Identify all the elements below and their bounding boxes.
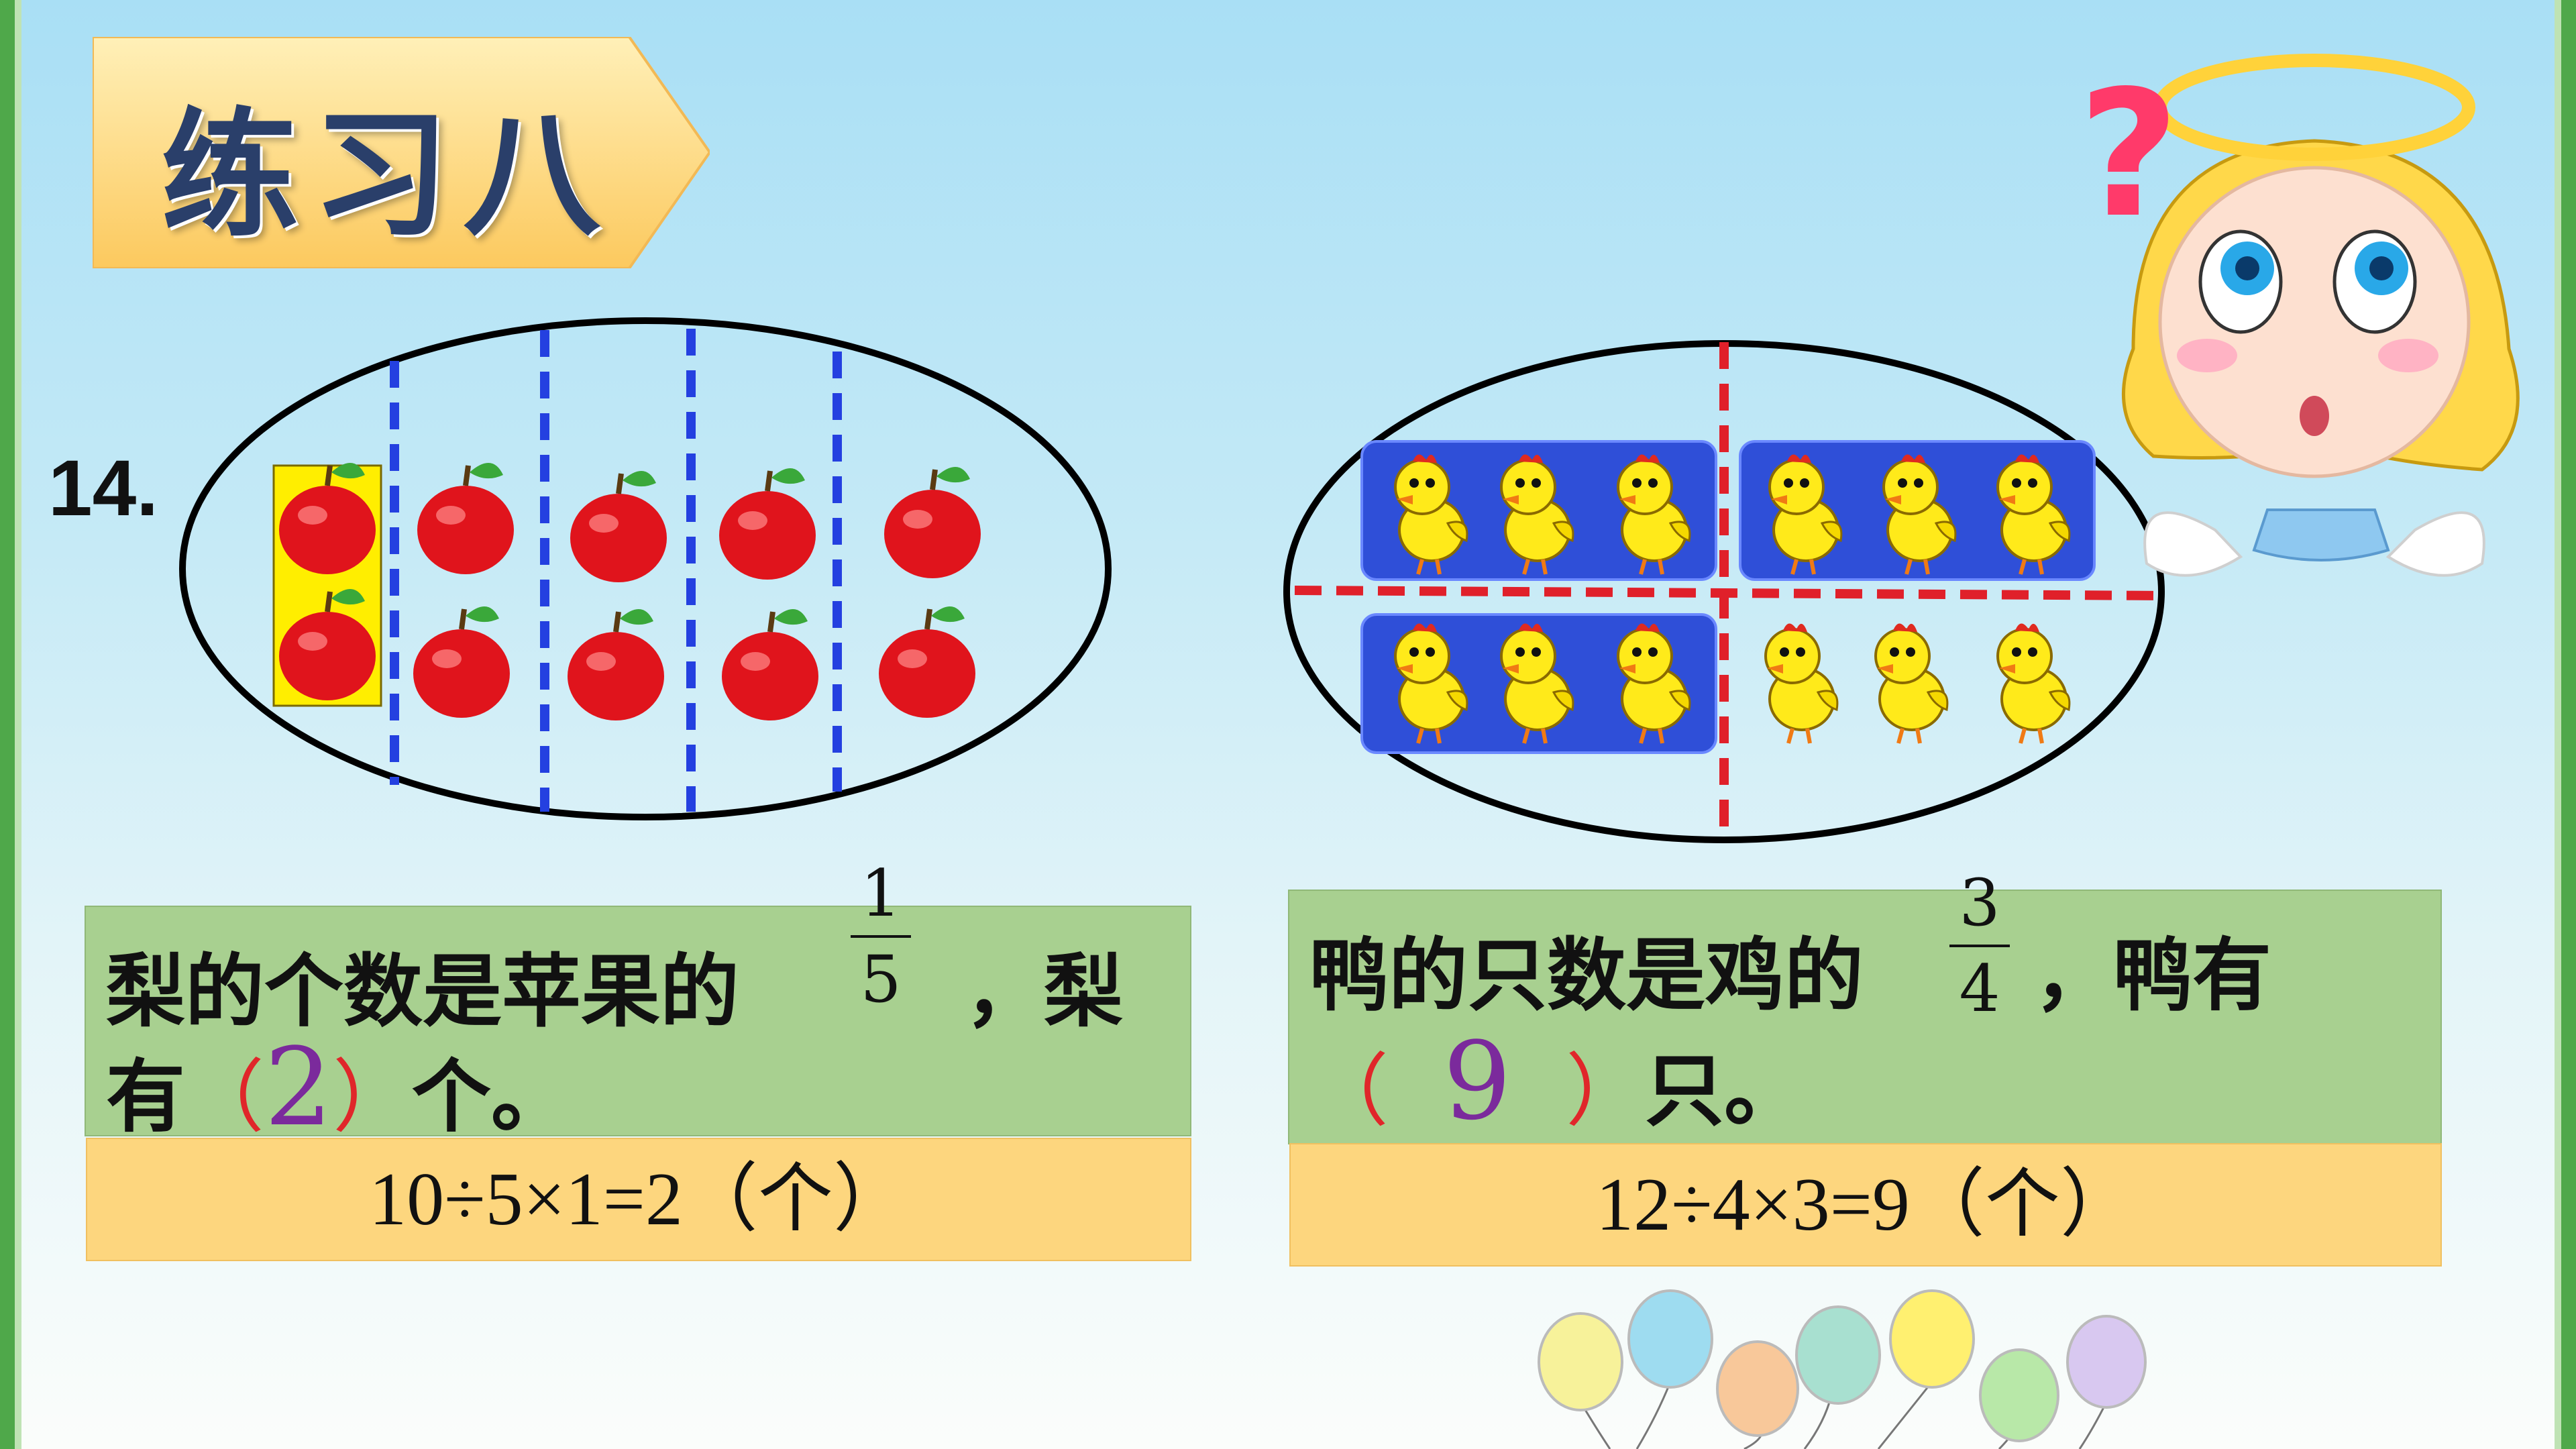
right-question-text-after: ，鸭有 [2034, 929, 2272, 1022]
left-question-line2-end: 个。 [411, 1051, 570, 1143]
right-paren-close: ） [1566, 1044, 1646, 1137]
right-paren-open: （ [1309, 1044, 1389, 1137]
left-fraction-numerator: 1 [860, 856, 902, 931]
svg-text:?: ? [2078, 54, 2180, 256]
left-question-line2: 有 [106, 1051, 186, 1143]
left-equation-box: 10÷5×1=2（个） [86, 1138, 1191, 1261]
right-equation-box: 12÷4×3=9（个） [1289, 1143, 2442, 1267]
apple-divider-lines [390, 329, 842, 812]
left-answer: 2 [264, 1024, 333, 1150]
left-question-text: 梨的个数是苹果的 [106, 945, 740, 1038]
right-frame-border [2555, 0, 2576, 1449]
left-question-box: 梨的个数是苹果的 ，梨 有（2）个。 [85, 906, 1191, 1150]
page-title: 练习八 [161, 95, 614, 256]
right-answer: 9 [1443, 1018, 1511, 1144]
right-question-text: 鸭的只数是鸡的 [1309, 929, 1864, 1022]
right-equation: 12÷4×3=9（个） [1596, 1163, 2135, 1246]
right-question-box: 鸭的只数是鸡的 ，鸭有 （ 9 ）只。 [1288, 890, 2442, 1144]
title-tab [93, 37, 710, 268]
left-equation: 10÷5×1=2（个） [369, 1158, 908, 1241]
right-fraction-denominator: 4 [1959, 951, 2000, 1026]
left-frame-border [0, 0, 21, 1449]
problem-number: 14. [48, 444, 159, 533]
right-question-line2-end: 只。 [1645, 1044, 1804, 1137]
left-fraction-denominator: 5 [860, 942, 902, 1017]
left-fraction: 1 5 [851, 856, 911, 1017]
chick-divider-lines [1294, 342, 2165, 840]
right-fraction-numerator: 3 [1959, 865, 2000, 941]
right-fraction: 3 4 [1949, 865, 2010, 1026]
left-paren-open: （ [185, 1051, 265, 1143]
left-question-text-after: ，梨 [965, 945, 1124, 1038]
left-paren-close: ） [332, 1051, 412, 1143]
